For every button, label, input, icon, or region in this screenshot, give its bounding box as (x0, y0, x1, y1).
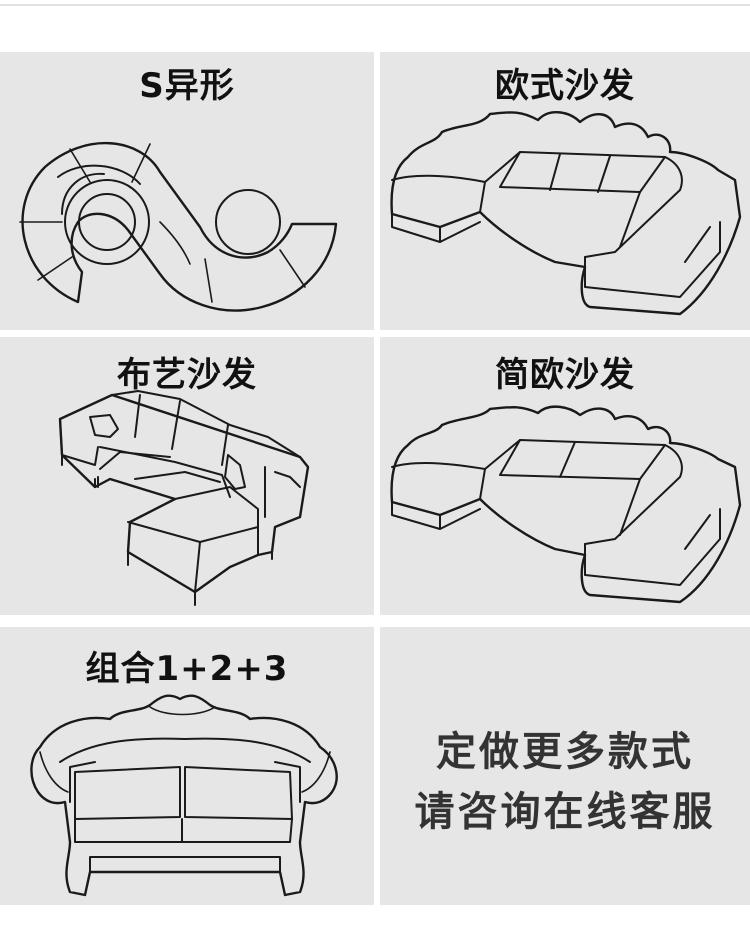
fabric-sofa-card[interactable]: 布艺沙发 (0, 337, 374, 615)
european-sofa-title: 欧式沙发 (495, 66, 635, 106)
top-divider (0, 4, 750, 6)
s-shaped-sofa-title: S异形 (139, 66, 235, 106)
simple-european-sofa-title: 简欧沙发 (495, 355, 635, 395)
simple-european-sofa-card[interactable]: 简欧沙发 (380, 337, 750, 615)
european-sofa-card[interactable]: 欧式沙发 (380, 52, 750, 330)
promo-line-1: 定做更多款式 (436, 729, 694, 775)
s-shaped-sofa-illustration (19, 141, 338, 312)
fabric-sofa-title: 布艺沙发 (117, 355, 257, 395)
promo-line-2: 请咨询在线客服 (414, 789, 716, 835)
combo-sofa-card[interactable]: 组合1+2+3 (0, 627, 374, 905)
simple-european-sofa-illustration (390, 405, 742, 604)
fabric-sofa-illustration (58, 390, 310, 606)
s-shaped-sofa-card[interactable]: S异形 (0, 52, 374, 330)
european-sofa-illustration (390, 111, 742, 316)
combo-sofa-illustration (30, 694, 338, 897)
custom-order-promo-card[interactable]: 定做更多款式 请咨询在线客服 (380, 627, 750, 905)
combo-sofa-title: 组合1+2+3 (85, 649, 289, 689)
